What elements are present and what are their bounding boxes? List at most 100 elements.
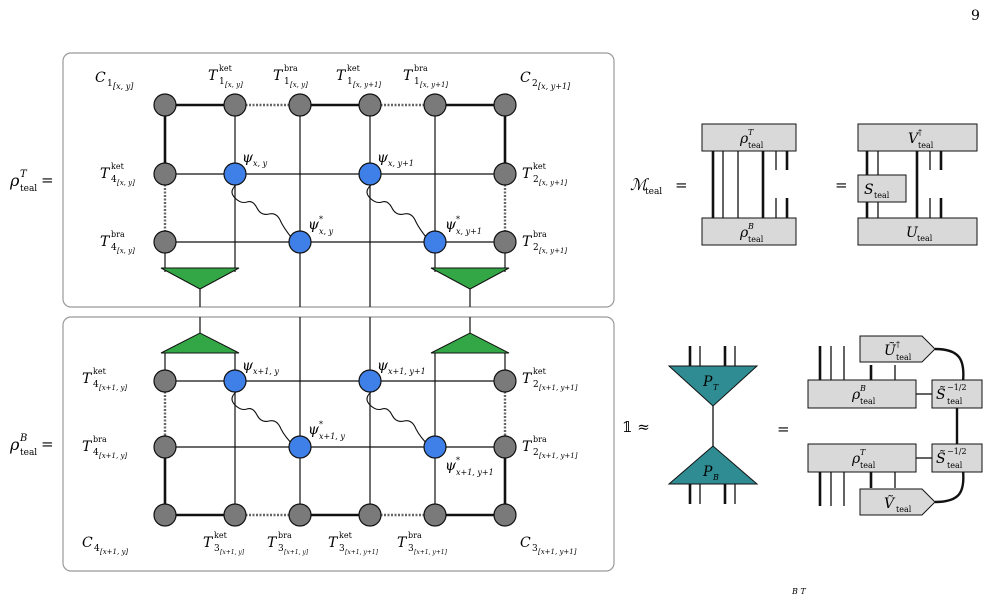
svg-text:3: 3 [532,544,538,554]
svg-text:4: 4 [111,175,117,185]
svg-text:−1/2: −1/2 [947,383,967,392]
svg-text:x, y: x, y [319,227,334,236]
bottom-projector-left [160,332,240,354]
bottom-blue-sites [223,369,447,459]
svg-text:[x+1, y]: [x+1, y] [220,549,245,556]
svg-text:x+1, y+1: x+1, y+1 [456,468,494,477]
svg-text:T: T [100,166,111,182]
svg-text:[x, y]: [x, y] [290,81,308,89]
top-gray-sites [153,93,517,254]
svg-text:T: T [403,68,414,84]
svg-text:ρ: ρ [9,171,20,190]
m-legs-right [865,150,943,218]
svg-text:S: S [864,182,874,198]
svg-text:[x, y+1]: [x, y+1] [539,247,567,255]
svg-text:[x+1, y]: [x+1, y] [100,548,128,556]
psistar-site-d [423,435,447,459]
corner-C3-site [493,503,517,527]
svg-text:T: T [713,383,719,392]
svg-text:Ũ: Ũ [884,341,897,359]
T3ket-site-a [223,503,247,527]
arc-top [934,347,965,383]
T2bra-site-b [493,435,517,459]
svg-text:x, y+1: x, y+1 [388,159,414,168]
svg-text:bra: bra [414,64,428,73]
svg-text:T: T [336,68,347,84]
proj-legs [688,346,736,504]
svg-text:x, y: x, y [253,159,268,168]
svg-text:*: * [319,420,323,429]
svg-text:bra: bra [111,230,125,239]
corner-C4-site [153,503,177,527]
svg-text:ket: ket [347,64,361,73]
svg-text:[x+1, y+1]: [x+1, y+1] [539,452,578,460]
svg-text:ρ: ρ [851,451,861,467]
svg-text:*: * [319,215,323,224]
svg-text:[x, y+1]: [x, y+1] [538,82,571,91]
svg-text:3: 3 [339,544,345,554]
svg-text:T: T [328,535,339,551]
svg-text:C: C [95,70,106,86]
svg-text:teal: teal [20,184,37,194]
T3bra-site-b [423,503,447,527]
svg-text:C: C [520,535,531,551]
svg-text:teal: teal [896,353,912,362]
svg-text:ψ: ψ [445,458,457,474]
svg-text:†: † [918,128,922,137]
svg-text:ρ: ρ [739,131,749,147]
top-panel: ρ T teal = [9,52,615,308]
svg-text:T: T [522,371,533,387]
svg-text:C: C [82,535,93,551]
svg-text:[x+1, y+1]: [x+1, y+1] [414,549,448,556]
T1bra-site-a [288,93,312,117]
svg-text:T: T [203,535,214,551]
Sinv-bottom-box [931,443,983,473]
T2ket-site [493,162,517,186]
svg-text:1: 1 [219,77,225,87]
svg-text:[x+1, y]: [x+1, y] [99,384,127,392]
svg-text:[x, y+1]: [x, y+1] [539,179,567,187]
svg-text:teal: teal [645,187,662,197]
T3ket-site-b [358,503,382,527]
bottom-wavy-link-b [366,380,431,448]
T1ket-site-b [358,93,382,117]
psistar-site-c [288,435,312,459]
top-wavy-link-b [366,173,431,243]
svg-text:[x+1, y+1]: [x+1, y+1] [539,384,578,392]
m-Vdag-box [857,123,978,152]
Vt-pentagon [859,488,936,516]
svg-text:teal: teal [860,461,876,470]
svg-text:ψ: ψ [445,217,457,233]
top-panel-frame [62,52,615,308]
svg-text:teal: teal [748,141,764,150]
svg-text:T: T [208,68,219,84]
svg-text:bra: bra [533,230,547,239]
svg-text:ψ: ψ [242,150,254,166]
svg-text:3: 3 [408,544,414,554]
T4ket-site [153,162,177,186]
svg-text:teal: teal [918,141,934,150]
svg-text:4: 4 [93,380,99,390]
bottom-panel: ρ B teal = [9,316,615,572]
psi-site-d [358,369,382,393]
m-legs-left [711,150,789,218]
identity-rhoT-box [807,443,917,473]
svg-text:V: V [908,131,920,147]
svg-text:P: P [702,374,713,390]
psistar-site-b [423,230,447,254]
m-rhoT-box [701,123,797,152]
